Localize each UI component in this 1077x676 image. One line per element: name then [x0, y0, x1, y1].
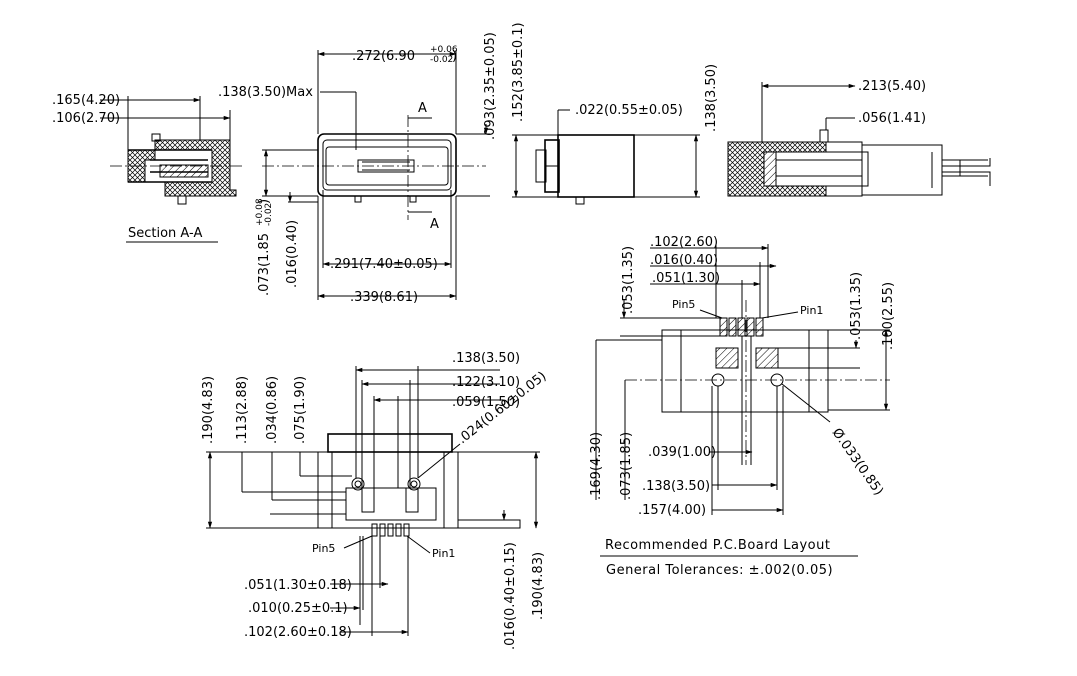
front-view: .138(3.50) .122(3.10) .059(1.50) .024(0.…: [201, 351, 549, 650]
dim-pcb-hole-diameter: Ø.033(0.85): [829, 426, 886, 499]
pcb-layout-view: Pin5 Pin1 .102(2.60) .016(0.40) .051(1.3…: [589, 235, 896, 578]
dim-top-width: .272(6.90: [352, 49, 415, 64]
general-tolerances: General Tolerances: ±.002(0.05): [606, 563, 833, 578]
dim-section-width-2: .106(2.70): [52, 111, 120, 126]
dim-right-width: .213(5.40): [858, 79, 926, 94]
right-section-view: .213(5.40) .056(1.41): [727, 79, 991, 197]
dim-max-width: .138(3.50)Max: [218, 85, 313, 100]
pcb-pin5-label: Pin5: [672, 298, 695, 311]
dim-pcb-hole-height: .073(1.85): [619, 432, 634, 500]
dim-side-height: .152(3.85±0.1): [511, 22, 526, 122]
dim-section-width-1: .165(4.20): [52, 93, 120, 108]
section-label: Section A-A: [128, 226, 202, 241]
svg-text:): ): [257, 199, 272, 204]
dim-front-pin-width: .010(0.25±0.1): [248, 601, 348, 616]
dim-front-height-1: .190(4.83): [201, 376, 216, 444]
dim-left-thickness: .016(0.40): [285, 220, 300, 288]
dim-front-total-height: .190(4.83): [531, 552, 546, 620]
dim-front-height-2: .113(2.88): [235, 376, 250, 444]
dim-front-height-4: .075(1.90): [293, 376, 308, 444]
dim-pcb-trace: .039(1.00): [648, 445, 716, 460]
dim-front-slot-span: .059(1.50): [452, 395, 520, 410]
dim-inner-width: .291(7.40±0.05): [330, 257, 438, 272]
dim-pcb-hole-spacing: .138(3.50): [642, 479, 710, 494]
dim-outer-width: .339(8.61): [350, 290, 418, 305]
dim-front-bottom-thickness: .016(0.40±0.15): [503, 542, 518, 650]
dim-side-thickness: .022(0.55±0.05): [575, 103, 683, 118]
side-view: .152(3.85±0.1) .022(0.55±0.05) .138(3.50…: [511, 22, 719, 205]
front-pin5-label: Pin5: [312, 542, 335, 555]
svg-text:-0.02: -0.02: [264, 203, 274, 226]
dim-pcb-total-height: .169(4.30): [589, 432, 604, 500]
svg-text:): ): [452, 49, 457, 64]
pcb-pin1-label: Pin1: [800, 304, 823, 317]
dim-pcb-pad-offset: .053(1.35): [849, 272, 864, 340]
dim-front-hole-span: .138(3.50): [452, 351, 520, 366]
dim-pcb-pitch-total: .102(2.60): [650, 235, 718, 250]
dim-shell-height: .093(2.35±0.05): [483, 32, 498, 140]
dim-left-height: .073(1.85: [257, 233, 272, 296]
dim-front-height-3: .034(0.86): [265, 376, 280, 444]
dim-pcb-pad-width: .016(0.40): [650, 253, 718, 268]
face-view: A A .272(6.90 +0.06 -0.02 ) .138(3.50)Ma…: [218, 32, 498, 305]
section-mark-top: A: [418, 101, 427, 116]
section-view: .165(4.20) .106(2.70) Section A-A: [52, 93, 245, 243]
front-pin1-label: Pin1: [432, 547, 455, 560]
dim-pcb-top-offset: .053(1.35): [621, 246, 636, 314]
dim-front-pin-pitch: .051(1.30±0.18): [244, 578, 352, 593]
dim-front-inner-span: .122(3.10): [452, 375, 520, 390]
section-mark-bottom: A: [430, 217, 439, 232]
svg-text:+0.08: +0.08: [255, 198, 265, 226]
pcb-layout-title: Recommended P.C.Board Layout: [605, 538, 830, 553]
svg-text:-0.02: -0.02: [430, 55, 453, 65]
dim-pcb-outer-spacing: .157(4.00): [638, 503, 706, 518]
svg-text:+0.06: +0.06: [430, 45, 458, 55]
dim-pcb-half-pitch: .051(1.30): [652, 271, 720, 286]
dim-right-thickness: .056(1.41): [858, 111, 926, 126]
dim-pcb-depth: .100(2.55): [881, 282, 896, 350]
dim-front-pin-span: .102(2.60±0.18): [244, 625, 352, 640]
dim-side-depth: .138(3.50): [704, 64, 719, 132]
